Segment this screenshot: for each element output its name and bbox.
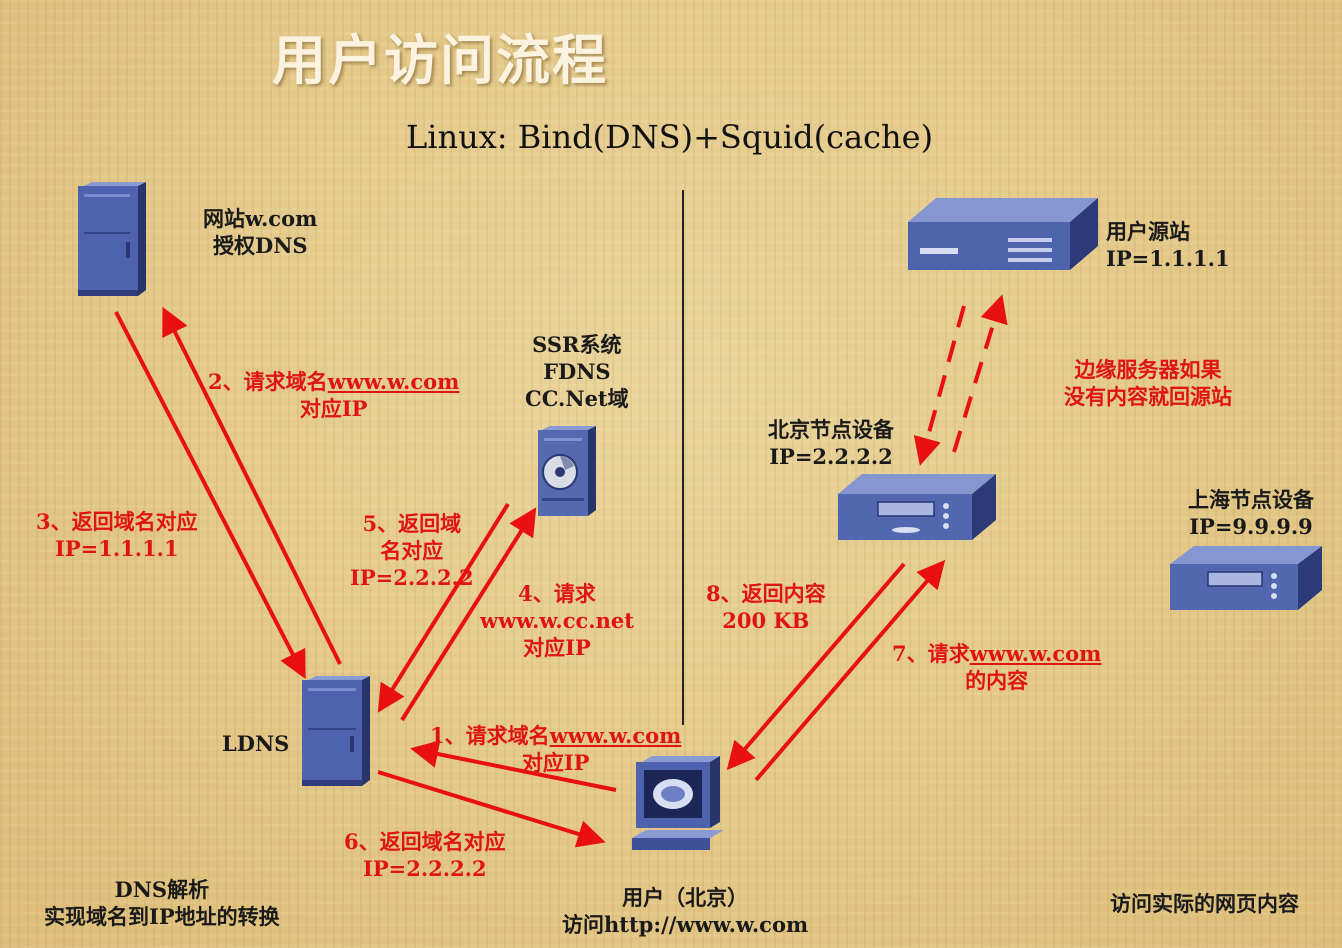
arrow-step-4 [400, 507, 537, 722]
divider-line [682, 190, 684, 725]
ssr-server-icon [538, 426, 596, 516]
step-3-line1: 3、返回域名对应 [36, 509, 198, 534]
step-7-domain: www.w.com [969, 641, 1102, 666]
step-2-prefix: 2、请求域名 [208, 369, 328, 394]
ssr-label: SSR系统 FDNS CC.Net域 [525, 331, 629, 412]
step-5-line2: 名对应 [380, 538, 444, 563]
step-2-line2: 对应IP [299, 396, 368, 421]
step-5-line1: 5、返回域 [362, 511, 462, 536]
step-8-label: 8、返回内容 200 KB [706, 580, 826, 634]
subtitle: Linux: Bind(DNS)+Squid(cache) [406, 118, 934, 156]
beijing-node-icon [838, 474, 996, 540]
ldns-label: LDNS [222, 731, 290, 756]
edge-note: 边缘服务器如果 没有内容就回源站 [1064, 356, 1232, 410]
user-computer-icon [632, 756, 724, 850]
ldns-server-icon [302, 676, 370, 786]
origin-label: 用户源站 IP=1.1.1.1 [1106, 218, 1230, 272]
step-8-line2: 200 KB [722, 608, 810, 633]
beijing-line1: 北京节点设备 [768, 417, 894, 442]
step-2-domain: www.w.com [327, 369, 460, 394]
arrow-step-3 [114, 311, 306, 680]
step-7-line2: 的内容 [965, 668, 1029, 693]
step-3-label: 3、返回域名对应 IP=1.1.1.1 [36, 508, 198, 562]
arrow-return-origin [952, 294, 1008, 453]
step-6-line1: 6、返回域名对应 [344, 829, 506, 854]
shanghai-node-icon [1170, 546, 1322, 610]
edge-note-line1: 边缘服务器如果 [1074, 357, 1222, 382]
user-line1: 用户（北京） [622, 885, 749, 910]
page-title: 用户访问流程 [272, 29, 608, 92]
step-2-label: 2、请求域名www.w.com 对应IP [208, 368, 459, 422]
step-4-label: 4、请求 www.w.cc.net 对应IP [480, 580, 634, 661]
shanghai-line2: IP=9.9.9.9 [1189, 514, 1313, 539]
auth-dns-line2: 授权DNS [213, 233, 308, 258]
step-7-prefix: 7、请求 [892, 641, 970, 666]
origin-server-icon [908, 198, 1098, 270]
shanghai-line1: 上海节点设备 [1188, 487, 1314, 512]
step-4-line1: 4、请求 [518, 581, 596, 606]
beijing-label: 北京节点设备 IP=2.2.2.2 [768, 416, 894, 470]
beijing-line2: IP=2.2.2.2 [769, 444, 893, 469]
ssr-line2: FDNS [543, 359, 611, 384]
auth-dns-label: 网站w.com 授权DNS [203, 205, 317, 259]
shanghai-label: 上海节点设备 IP=9.9.9.9 [1188, 486, 1314, 540]
arrow-step-7 [754, 559, 946, 782]
user-line2: 访问http://www.w.com [562, 912, 809, 937]
edge-note-line2: 没有内容就回源站 [1064, 384, 1232, 409]
arrow-step-8 [726, 562, 906, 771]
origin-line1: 用户源站 [1106, 219, 1190, 244]
dns-note-line1: DNS解析 [114, 877, 210, 902]
step-1-prefix: 1、请求域名 [430, 723, 550, 748]
step-6-line2: IP=2.2.2.2 [363, 856, 487, 881]
step-1-line2: 对应IP [521, 750, 590, 775]
arrow-step-1 [410, 740, 617, 792]
arrow-fetch-origin [913, 305, 966, 466]
arrow-step-6 [377, 770, 606, 848]
ssr-line3: CC.Net域 [525, 386, 629, 411]
user-label: 用户（北京） 访问http://www.w.com [562, 884, 808, 938]
step-7-label: 7、请求www.w.com 的内容 [892, 640, 1101, 694]
step-5-line3: IP=2.2.2.2 [350, 565, 474, 590]
ssr-line1: SSR系统 [532, 332, 622, 357]
step-8-line1: 8、返回内容 [706, 581, 826, 606]
step-4-line2: www.w.cc.net [480, 608, 634, 633]
dns-note-line2: 实现域名到IP地址的转换 [44, 904, 280, 929]
arrow-step-5 [377, 502, 510, 713]
step-4-line3: 对应IP [523, 635, 591, 660]
auth-dns-line1: 网站w.com [203, 206, 318, 231]
origin-line2: IP=1.1.1.1 [1106, 246, 1230, 271]
step-5-label: 5、返回域 名对应 IP=2.2.2.2 [350, 510, 474, 591]
step-1-label: 1、请求域名www.w.com 对应IP [430, 722, 681, 776]
arrow-step-2 [162, 306, 342, 665]
step-3-line2: IP=1.1.1.1 [55, 536, 179, 561]
dns-note: DNS解析 实现域名到IP地址的转换 [44, 876, 280, 930]
auth-dns-server-icon [78, 182, 146, 296]
visit-note: 访问实际的网页内容 [1110, 891, 1299, 916]
step-1-domain: www.w.com [549, 723, 682, 748]
step-6-label: 6、返回域名对应 IP=2.2.2.2 [344, 828, 506, 882]
